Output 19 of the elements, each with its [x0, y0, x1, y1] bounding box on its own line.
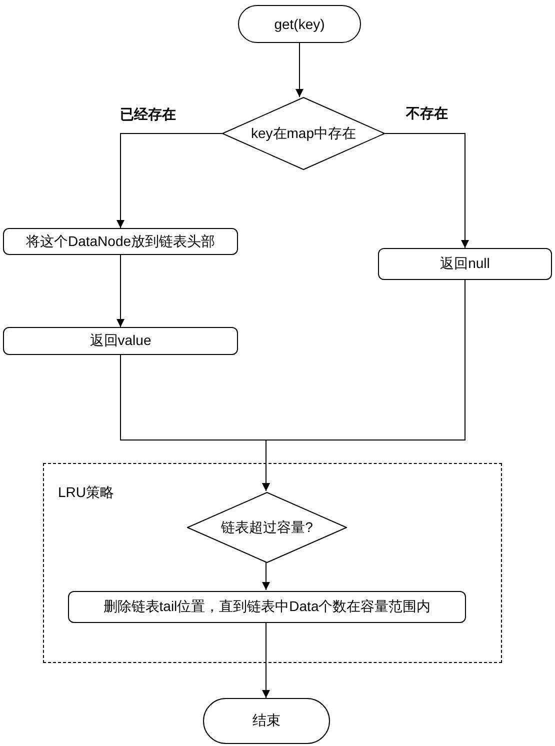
process-box: 删除链表tail位置，直到链表中Data个数在容量范围内 — [68, 591, 466, 623]
process-box: 返回null — [378, 248, 552, 280]
group-title: LRU策略 — [58, 484, 114, 502]
arrow — [116, 133, 222, 228]
arrow — [296, 42, 304, 98]
edge-label: 不存在 — [404, 105, 450, 123]
process-box: 返回value — [3, 327, 238, 355]
arrow — [384, 133, 469, 248]
arrow — [116, 254, 124, 328]
arrow — [262, 622, 270, 698]
group-box — [43, 463, 502, 663]
arrow — [262, 562, 270, 590]
start-terminal: get(key) — [238, 5, 361, 43]
decision-diamond: key在map中存在 — [222, 97, 385, 170]
end-terminal: 结束 — [203, 698, 330, 744]
edge-label: 已经存在 — [118, 106, 178, 124]
decision-diamond: 链表超过容量? — [187, 492, 347, 563]
arrow — [262, 280, 466, 492]
process-box: 将这个DataNode放到链表头部 — [3, 228, 238, 255]
